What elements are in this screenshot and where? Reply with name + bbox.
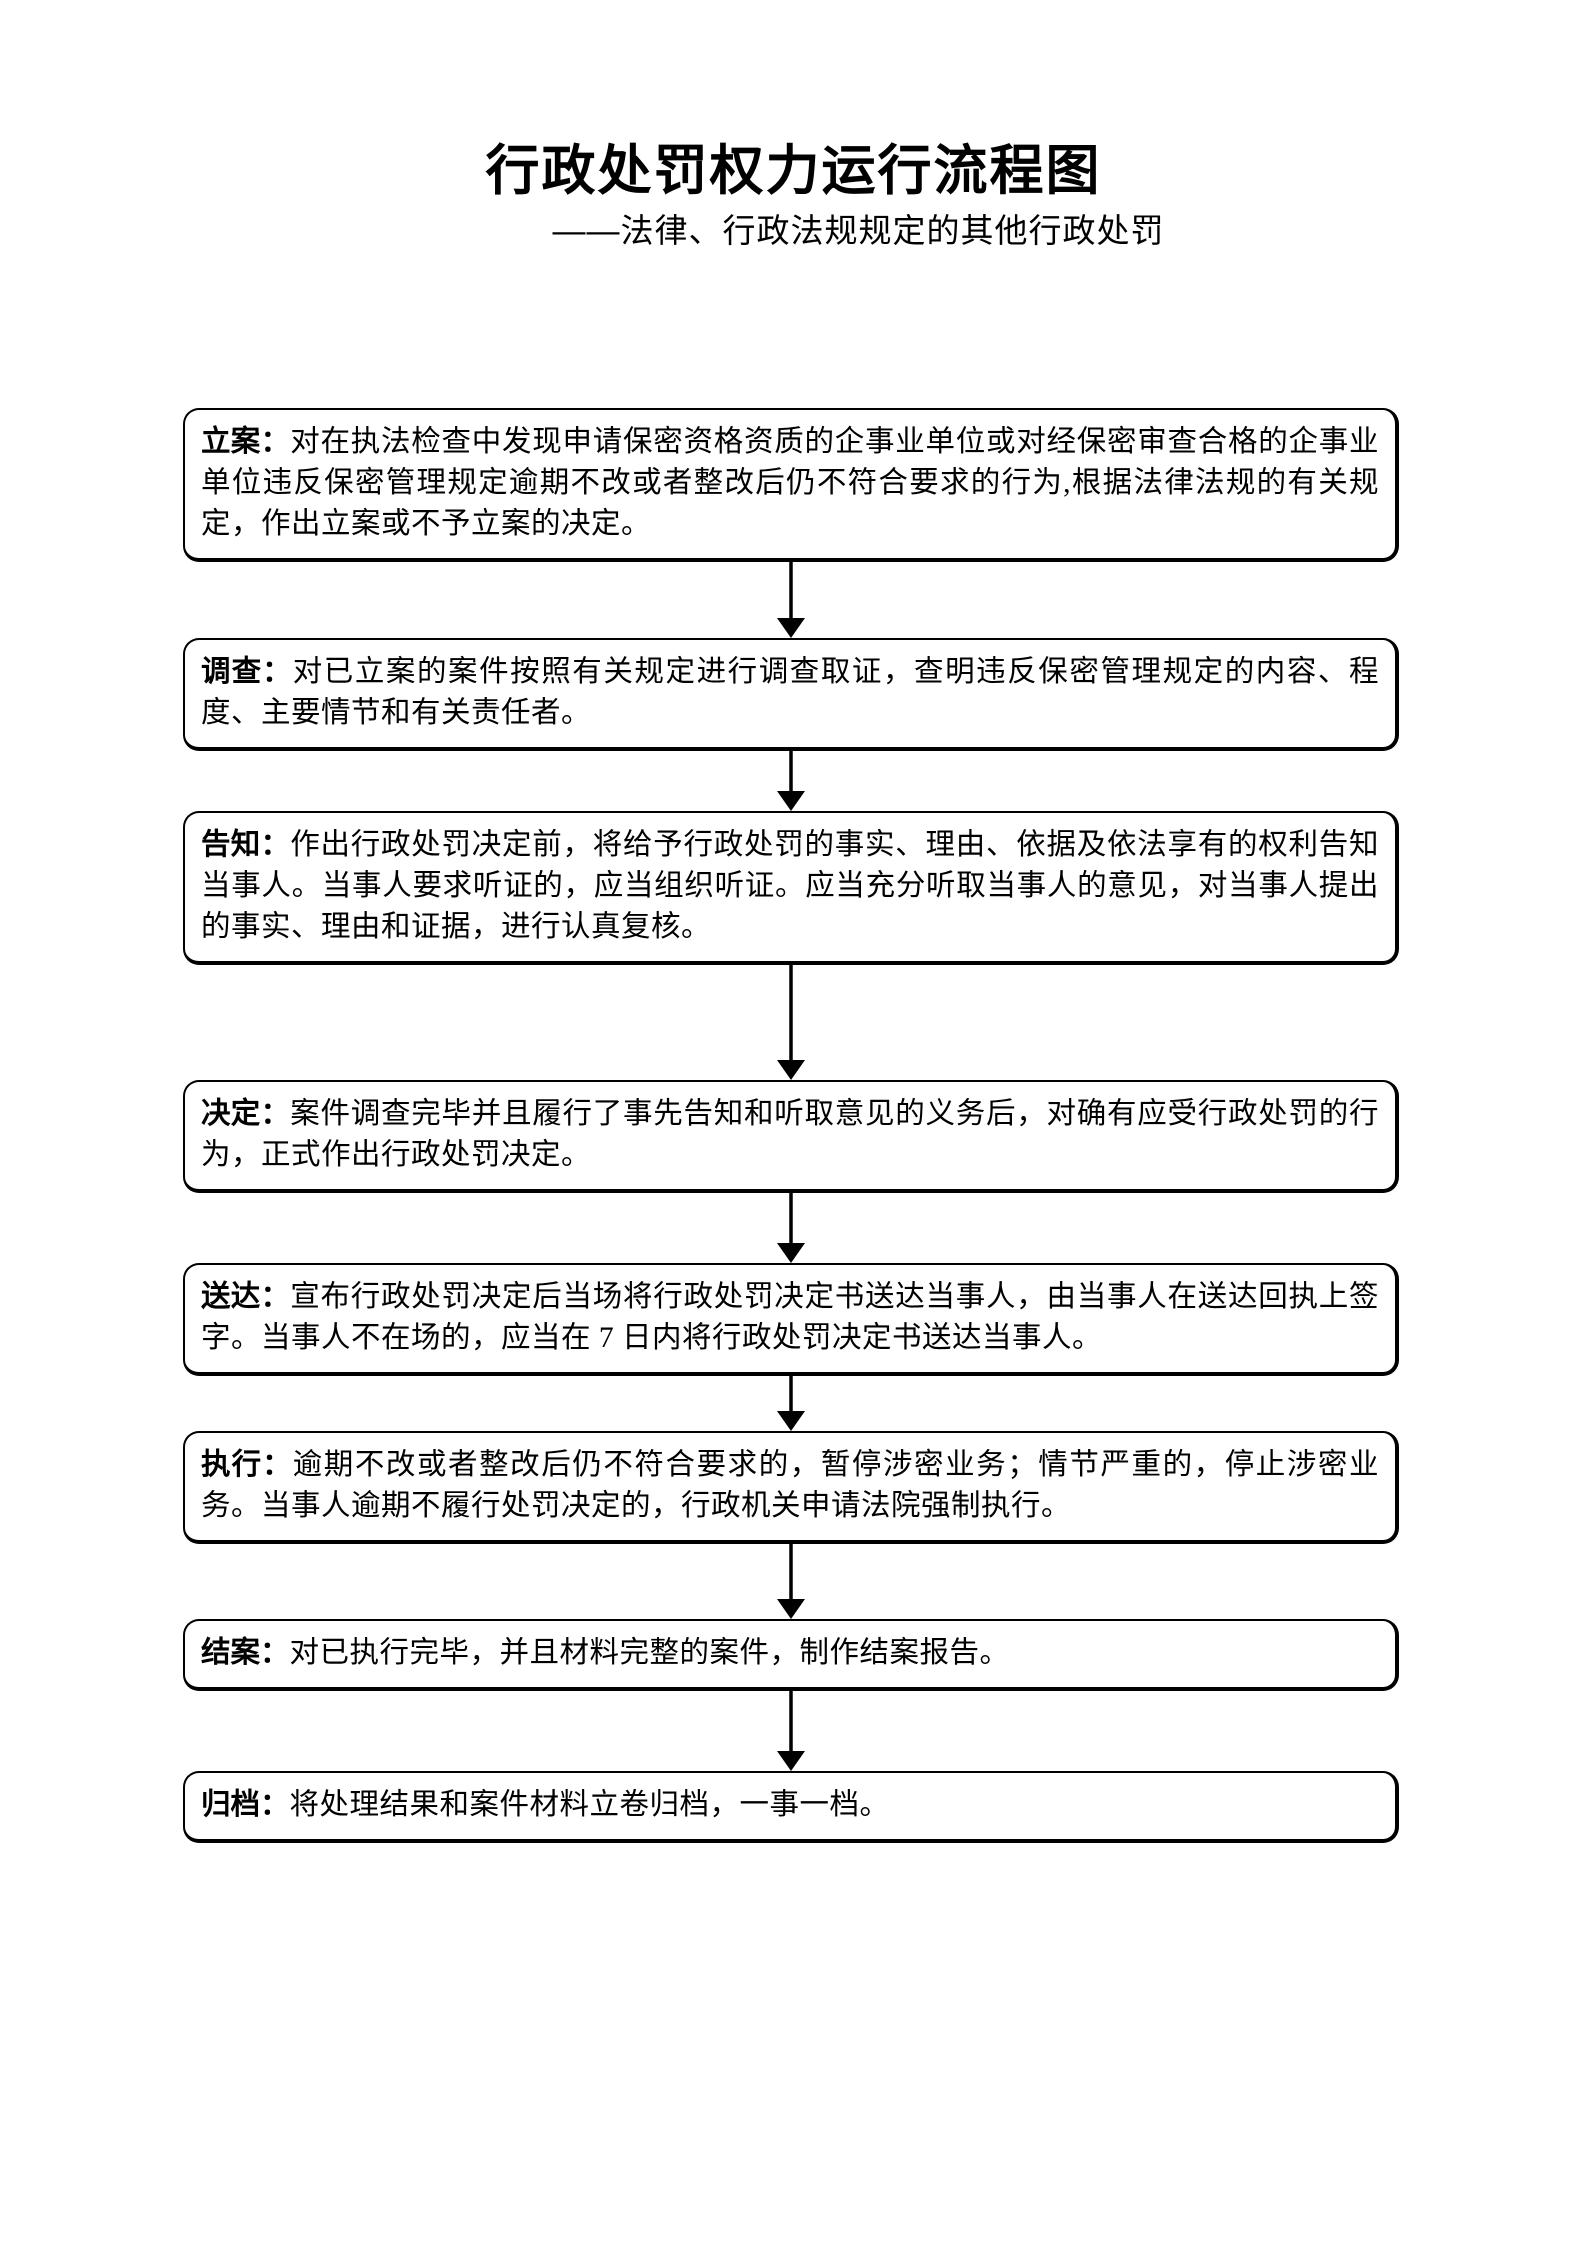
flow-step-body: 宣布行政处罚决定后当场将行政处罚决定书送达当事人，由当事人在送达回执上签字。当事…: [201, 1281, 1379, 1354]
flow-step-body: 对在执法检查中发现申请保密资格资质的企事业单位或对经保密审查合格的企事业单位违反…: [201, 426, 1379, 540]
flow-arrow-connector: [183, 562, 1399, 638]
flow-step-text: 立案：对在执法检查中发现申请保密资格资质的企事业单位或对经保密审查合格的企事业单…: [201, 421, 1379, 545]
flow-step-box: 立案：对在执法检查中发现申请保密资格资质的企事业单位或对经保密审查合格的企事业单…: [183, 408, 1399, 562]
flow-step-body: 逾期不改或者整改后仍不符合要求的，暂停涉密业务；情节严重的，停止涉密业务。当事人…: [201, 1449, 1379, 1522]
flow-step-label: 结案：: [201, 1636, 290, 1669]
page-subtitle: ——法律、行政法规规定的其他行政处罚: [552, 212, 1165, 250]
flow-step-body: 作出行政处罚决定前，将给予行政处罚的事实、理由、依据及依法享有的权利告知当事人。…: [201, 829, 1379, 943]
flow-step-box: 调查：对已立案的案件按照有关规定进行调查取证，查明违反保密管理规定的内容、程度、…: [183, 638, 1399, 751]
flow-step-box: 执行：逾期不改或者整改后仍不符合要求的，暂停涉密业务；情节严重的，停止涉密业务。…: [183, 1431, 1399, 1544]
flow-step-text: 调查：对已立案的案件按照有关规定进行调查取证，查明违反保密管理规定的内容、程度、…: [201, 651, 1379, 734]
flow-arrow-connector: [183, 1376, 1399, 1431]
page-title: 行政处罚权力运行流程图: [485, 141, 1102, 201]
flow-step-box: 送达：宣布行政处罚决定后当场将行政处罚决定书送达当事人，由当事人在送达回执上签字…: [183, 1263, 1399, 1376]
flow-step-body: 将处理结果和案件材料立卷归档，一事一档。: [289, 1789, 890, 1821]
flow-step-box: 结案：对已执行完毕，并且材料完整的案件，制作结案报告。: [183, 1619, 1399, 1691]
flow-step-body: 对已执行完毕，并且材料完整的案件，制作结案报告。: [289, 1637, 1010, 1669]
flow-step-text: 送达：宣布行政处罚决定后当场将行政处罚决定书送达当事人，由当事人在送达回执上签字…: [201, 1276, 1379, 1359]
title-block: 行政处罚权力运行流程图 ——法律、行政法规规定的其他行政处罚: [0, 140, 1587, 253]
flow-step-text: 告知：作出行政处罚决定前，将给予行政处罚的事实、理由、依据及依法享有的权利告知当…: [201, 824, 1379, 948]
flow-arrow-connector: [183, 965, 1399, 1080]
flow-step-body: 对已立案的案件按照有关规定进行调查取证，查明违反保密管理规定的内容、程度、主要情…: [201, 656, 1379, 729]
flow-step-label: 立案：: [201, 425, 291, 458]
flow-step-text: 决定：案件调查完毕并且履行了事先告知和听取意见的义务后，对确有应受行政处罚的行为…: [201, 1093, 1379, 1176]
flow-step-text: 结案：对已执行完毕，并且材料完整的案件，制作结案报告。: [201, 1632, 1379, 1674]
flow-step-label: 送达：: [201, 1280, 291, 1313]
flow-arrow-connector: [183, 1544, 1399, 1619]
flow-arrow-connector: [183, 751, 1399, 811]
flow-step-box: 告知：作出行政处罚决定前，将给予行政处罚的事实、理由、依据及依法享有的权利告知当…: [183, 811, 1399, 965]
flow-step-text: 执行：逾期不改或者整改后仍不符合要求的，暂停涉密业务；情节严重的，停止涉密业务。…: [201, 1444, 1379, 1527]
flow-step-label: 决定：: [201, 1097, 291, 1130]
flow-step-label: 调查：: [201, 655, 293, 688]
flow-arrow-connector: [183, 1691, 1399, 1771]
flow-step-body: 案件调查完毕并且履行了事先告知和听取意见的义务后，对确有应受行政处罚的行为，正式…: [201, 1098, 1379, 1171]
flow-step-label: 执行：: [201, 1448, 293, 1481]
flow-step-text: 归档：将处理结果和案件材料立卷归档，一事一档。: [201, 1784, 1379, 1826]
flow-step-box: 决定：案件调查完毕并且履行了事先告知和听取意见的义务后，对确有应受行政处罚的行为…: [183, 1080, 1399, 1193]
flow-step-label: 归档：: [201, 1788, 290, 1821]
flow-step-box: 归档：将处理结果和案件材料立卷归档，一事一档。: [183, 1771, 1399, 1843]
flow-step-label: 告知：: [201, 828, 291, 861]
flow-arrow-connector: [183, 1193, 1399, 1263]
process-flow: 立案：对在执法检查中发现申请保密资格资质的企事业单位或对经保密审查合格的企事业单…: [183, 408, 1399, 1843]
